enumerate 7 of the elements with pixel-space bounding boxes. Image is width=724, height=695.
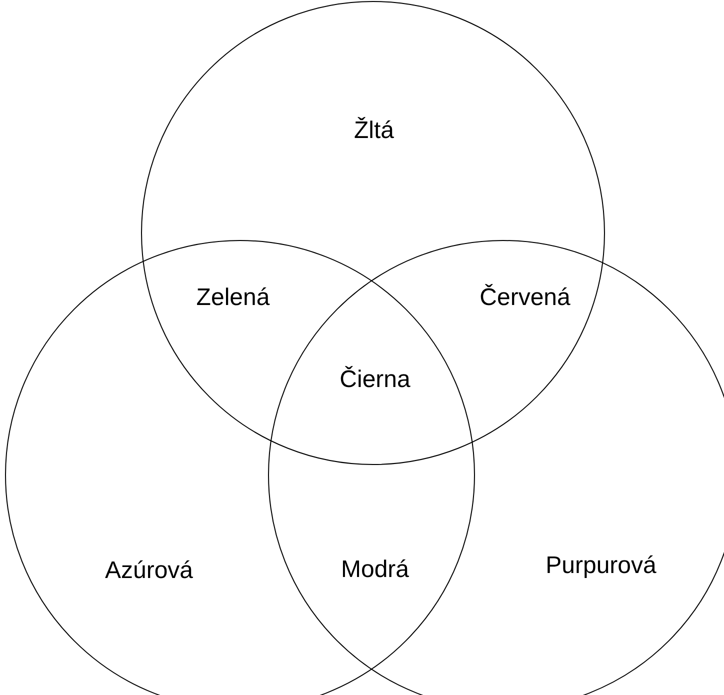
set-label: Purpurová (546, 551, 656, 581)
set-label: Azúrová (104, 556, 194, 586)
intersection-label: Zelená (196, 283, 270, 313)
intersection-label: Čierna (340, 365, 410, 395)
intersection-label: Modrá (340, 555, 410, 585)
intersection-label: Červená (480, 283, 570, 313)
set-label: Žltá (354, 116, 394, 146)
